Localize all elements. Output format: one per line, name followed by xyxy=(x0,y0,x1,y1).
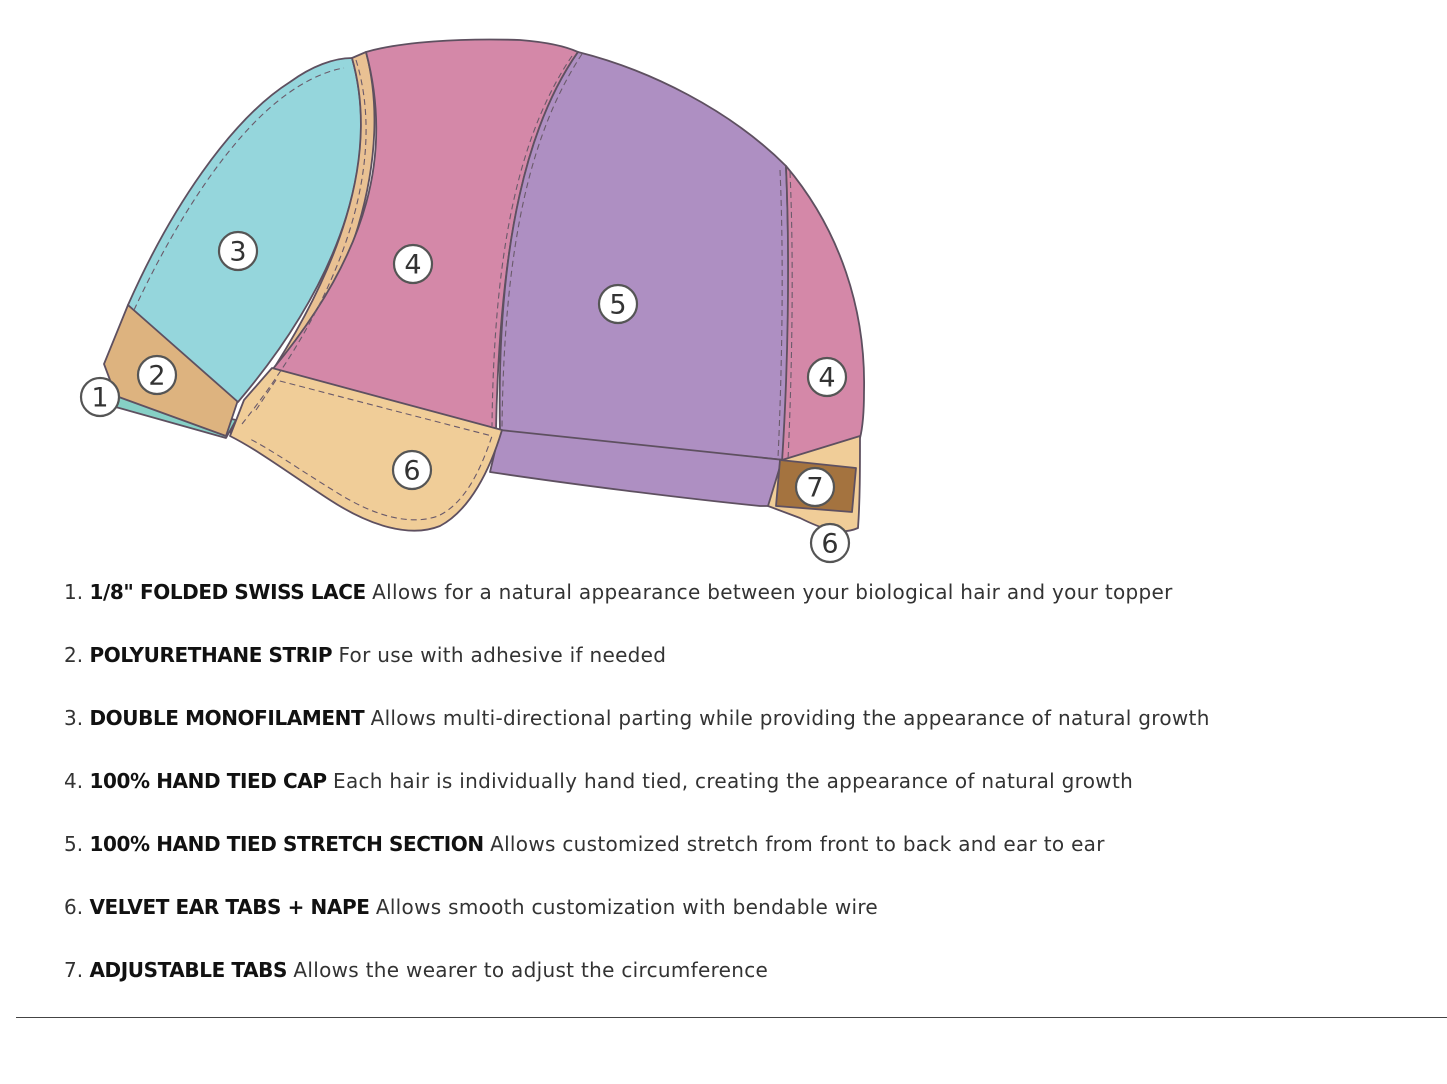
svg-text:7: 7 xyxy=(806,473,823,504)
legend-number: 3. xyxy=(64,706,84,730)
legend-title: 100% HAND TIED STRETCH SECTION xyxy=(89,832,484,856)
callout-4-front: 4 xyxy=(392,243,434,285)
legend-description: Allows customized stretch from front to … xyxy=(490,832,1105,856)
monofilament-region xyxy=(127,57,362,403)
legend-item: 5. 100% HAND TIED STRETCH SECTION Allows… xyxy=(64,828,1210,891)
svg-text:3: 3 xyxy=(229,237,246,268)
stretch-lower-band xyxy=(489,429,785,507)
legend-number: 7. xyxy=(64,958,84,982)
seam-monofilament xyxy=(133,67,345,311)
legend-item: 6. VELVET EAR TABS + NAPE Allows smooth … xyxy=(64,891,1210,954)
callout-4-back: 4 xyxy=(806,356,848,398)
callout-3: 3 xyxy=(217,230,259,272)
callout-6-front: 6 xyxy=(391,449,433,491)
legend-number: 5. xyxy=(64,832,84,856)
legend-description: Allows smooth customization with bendabl… xyxy=(375,895,879,919)
svg-text:4: 4 xyxy=(818,363,835,394)
svg-text:6: 6 xyxy=(403,456,420,487)
seam-front xyxy=(241,59,367,425)
callout-2: 2 xyxy=(136,354,178,396)
legend-number: 1. xyxy=(64,580,84,604)
callout-1: 1 xyxy=(79,376,121,418)
seam-stretch-back-2 xyxy=(787,171,793,461)
svg-text:4: 4 xyxy=(404,250,421,281)
feature-legend: 1. 1/8" FOLDED SWISS LACE Allows for a n… xyxy=(64,576,1210,1017)
legend-number: 2. xyxy=(64,643,84,667)
legend-item: 1. 1/8" FOLDED SWISS LACE Allows for a n… xyxy=(64,576,1210,639)
legend-title: 1/8" FOLDED SWISS LACE xyxy=(89,580,366,604)
wig-cap-diagram: 1 2 3 4 5 4 6 7 6 xyxy=(79,38,865,564)
seam-stretch-back xyxy=(777,169,783,459)
legend-item: 4. 100% HAND TIED CAP Each hair is indiv… xyxy=(64,765,1210,828)
legend-description: Allows for a natural appearance between … xyxy=(372,580,1173,604)
svg-text:5: 5 xyxy=(609,290,626,321)
legend-number: 6. xyxy=(64,895,84,919)
legend-description: Allows multi-directional parting while p… xyxy=(370,706,1210,730)
svg-text:2: 2 xyxy=(148,361,165,392)
callout-6-back: 6 xyxy=(809,522,851,564)
seam-ear-tab xyxy=(247,379,493,521)
legend-title: DOUBLE MONOFILAMENT xyxy=(89,706,365,730)
legend-description: For use with adhesive if needed xyxy=(338,643,667,667)
legend-item: 2. POLYURETHANE STRIP For use with adhes… xyxy=(64,639,1210,702)
velvet-ear-tab-region xyxy=(229,367,503,532)
legend-title: POLYURETHANE STRIP xyxy=(89,643,333,667)
legend-title: 100% HAND TIED CAP xyxy=(89,769,327,793)
callout-7: 7 xyxy=(794,466,836,508)
legend-number: 4. xyxy=(64,769,84,793)
hand-tied-region-back xyxy=(781,165,865,463)
legend-title: ADJUSTABLE TABS xyxy=(89,958,288,982)
legend-description: Each hair is individually hand tied, cre… xyxy=(333,769,1134,793)
callout-5: 5 xyxy=(597,283,639,325)
legend-title: VELVET EAR TABS + NAPE xyxy=(89,895,370,919)
legend-item: 7. ADJUSTABLE TABS Allows the wearer to … xyxy=(64,954,1210,1017)
seam-stretch-front xyxy=(491,55,573,427)
svg-text:1: 1 xyxy=(91,383,108,414)
legend-description: Allows the wearer to adjust the circumfe… xyxy=(293,958,769,982)
svg-text:6: 6 xyxy=(821,529,838,560)
legend-item: 3. DOUBLE MONOFILAMENT Allows multi-dire… xyxy=(64,702,1210,765)
divider-line xyxy=(16,1017,1447,1018)
